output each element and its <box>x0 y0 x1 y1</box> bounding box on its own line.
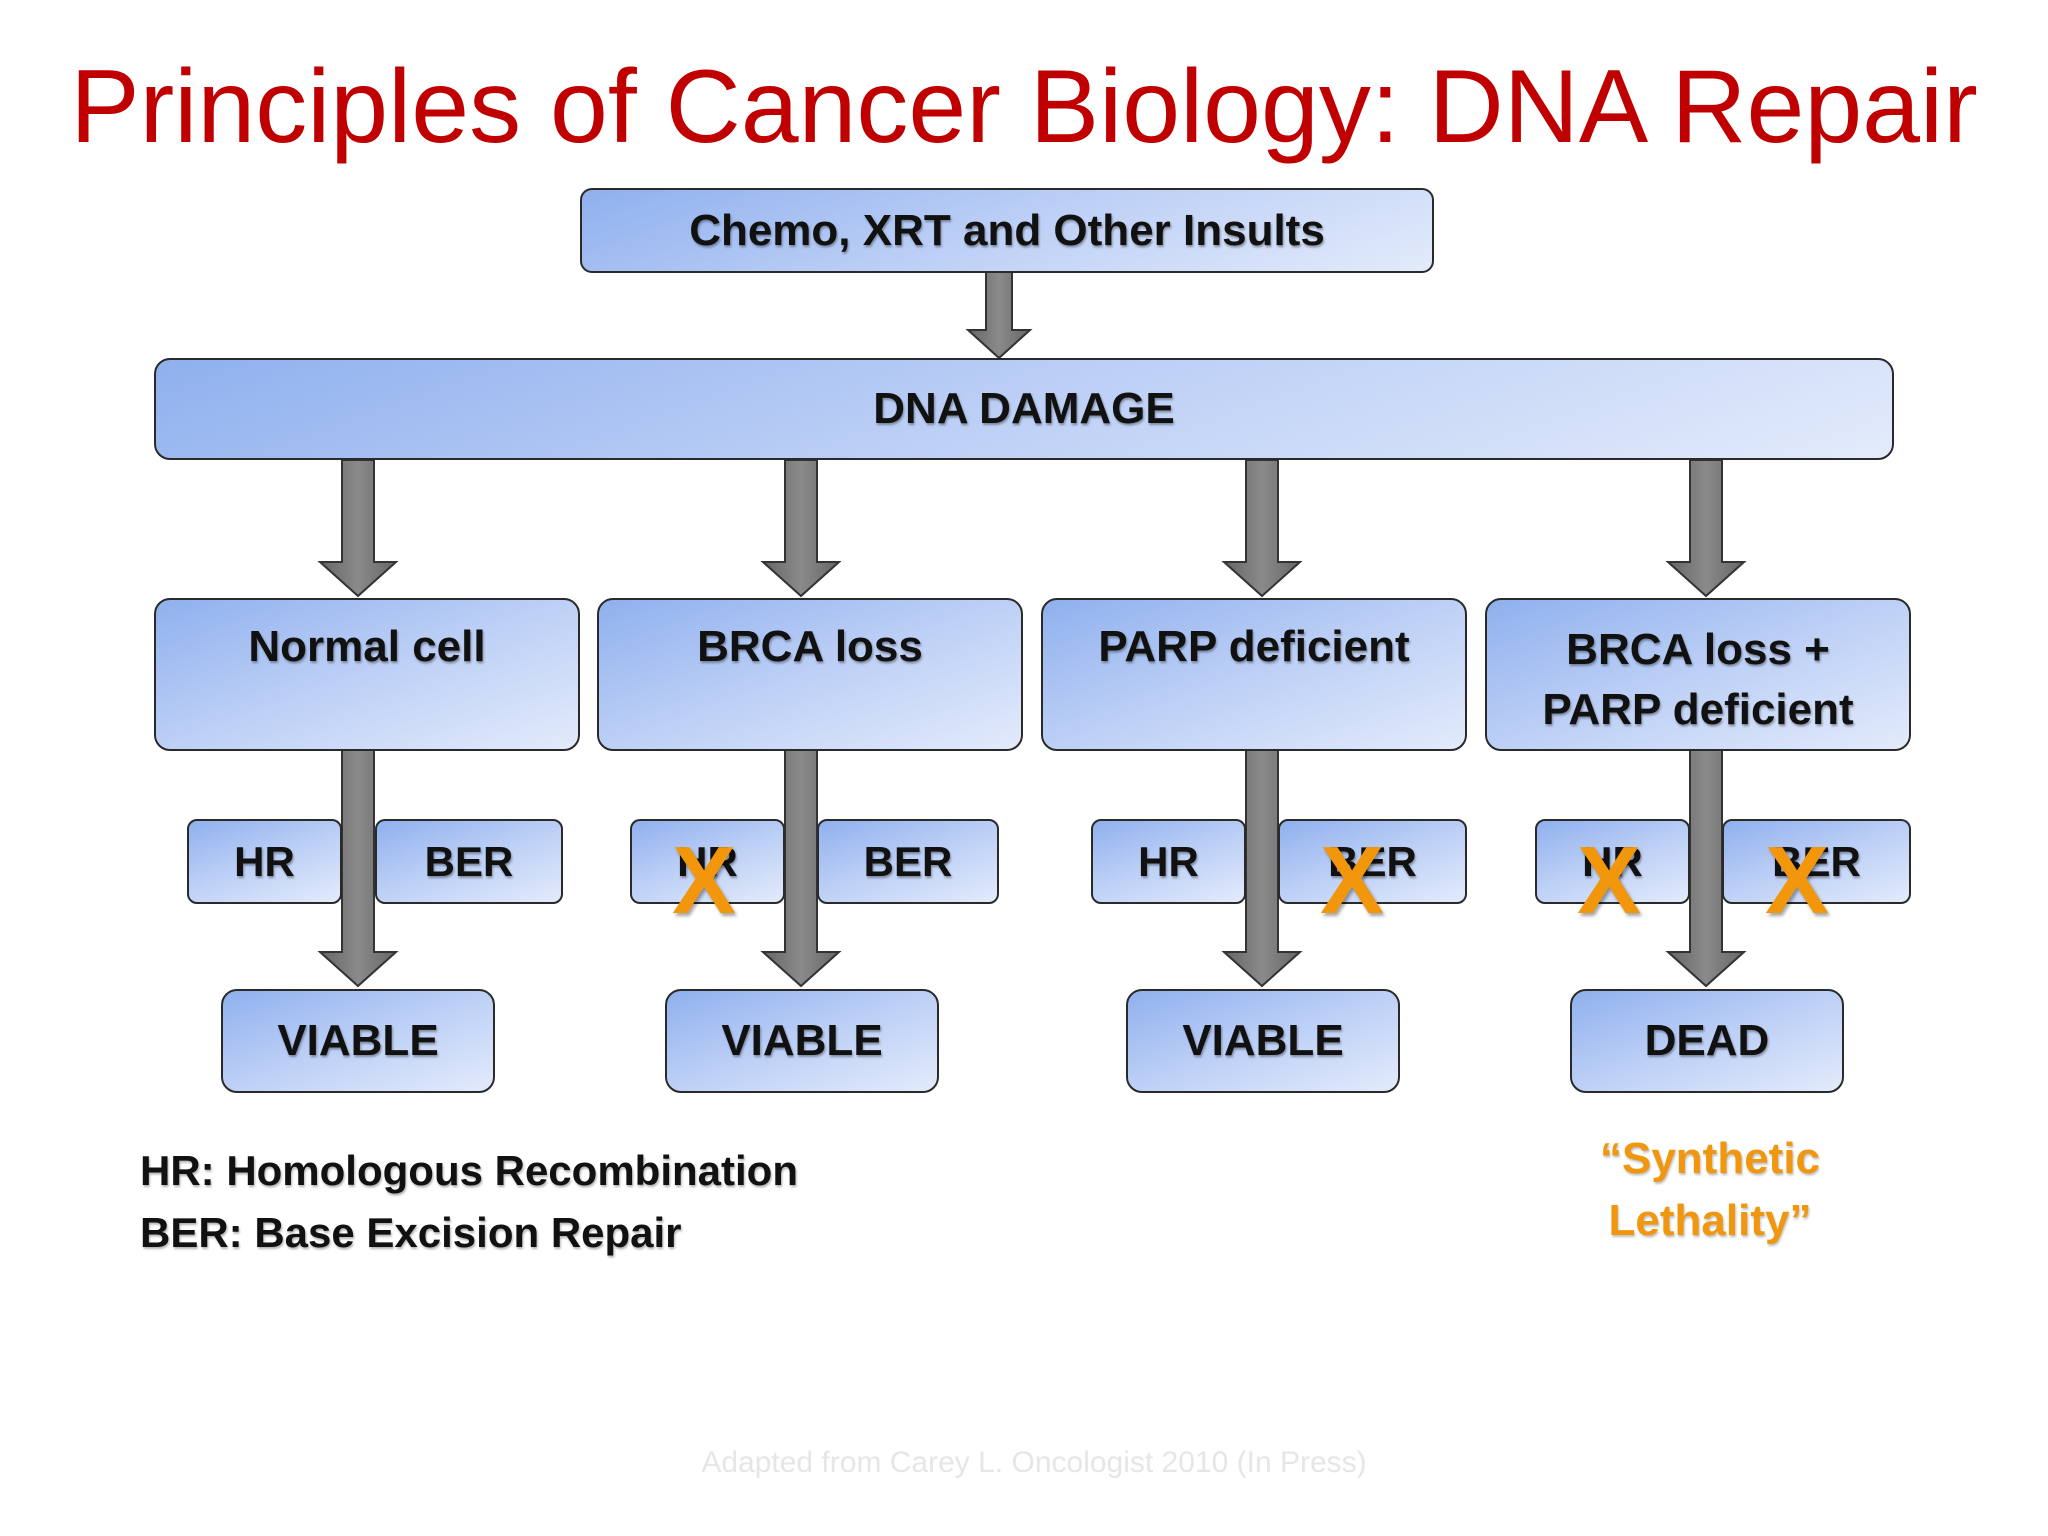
insults-label: Chemo, XRT and Other Insults <box>689 205 1325 255</box>
hr-label: HR <box>234 837 295 885</box>
blocked-x-icon-brca-hr: X <box>672 827 737 934</box>
ber-box-normal: BER <box>375 819 563 904</box>
synthetic-line-2: Lethality” <box>1608 1196 1812 1245</box>
arrow-normal-to-outcome <box>317 749 399 988</box>
ber-label: BER <box>1772 837 1861 885</box>
blocked-x-icon-parp-ber: X <box>1320 827 1385 934</box>
arrow-damage-to-brca <box>760 459 842 598</box>
ber-label: BER <box>1328 837 1417 885</box>
cell-label-normal: Normal cell <box>248 622 486 671</box>
hr-label: HR <box>1582 837 1643 885</box>
outcome-box-normal: VIABLE <box>221 989 495 1093</box>
outcome-box-parp: VIABLE <box>1126 989 1400 1093</box>
page-title: Principles of Cancer Biology: DNA Repair <box>70 49 1978 165</box>
hr-box-brca: HR <box>630 819 785 904</box>
legend-ber: BER: Base Excision Repair <box>140 1209 682 1256</box>
hr-label: HR <box>677 837 738 885</box>
outcome-label-brca: VIABLE <box>721 1016 883 1065</box>
hr-box-brca-parp: HR <box>1535 819 1690 904</box>
ber-box-parp: BER <box>1278 819 1467 904</box>
outcome-label-brca-parp: DEAD <box>1644 1016 1770 1065</box>
dna-damage-label: DNA DAMAGE <box>873 384 1175 433</box>
arrow-brca-to-outcome <box>760 749 842 988</box>
hr-box-normal: HR <box>187 819 342 904</box>
outcome-box-brca: VIABLE <box>665 989 939 1093</box>
blocked-x-icon-both-ber: X <box>1765 827 1830 934</box>
hr-box-parp: HR <box>1091 819 1246 904</box>
arrow-damage-to-normal <box>317 459 399 598</box>
cell-box-normal: Normal cell <box>154 598 580 751</box>
cell-label-brca-parp: BRCA loss + PARP deficient <box>1542 625 1854 734</box>
cell-box-brca: BRCA loss <box>597 598 1023 751</box>
ber-label: BER <box>863 837 953 885</box>
ber-box-brca: BER <box>817 819 999 904</box>
outcome-label-parp: VIABLE <box>1182 1016 1344 1065</box>
source-credit: Adapted from Carey L. Oncologist 2010 (I… <box>701 1446 1367 1479</box>
synthetic-lethality-note: “Synthetic Lethality” <box>1510 1128 1910 1252</box>
abbreviation-legend: HR: Homologous Recombination BER: Base E… <box>140 1140 798 1264</box>
blocked-x-icon-both-hr: X <box>1577 827 1642 934</box>
outcome-box-brca-parp: DEAD <box>1570 989 1844 1093</box>
cell-label-parp: PARP deficient <box>1098 622 1410 671</box>
ber-label: BER <box>424 837 514 885</box>
cell-box-parp: PARP deficient <box>1041 598 1467 751</box>
legend-hr: HR: Homologous Recombination <box>140 1147 798 1194</box>
arrow-damage-to-parp <box>1221 459 1303 598</box>
synthetic-line-1: “Synthetic <box>1599 1134 1821 1183</box>
dna-damage-box: DNA DAMAGE <box>154 358 1894 460</box>
arrow-both-to-outcome <box>1665 749 1747 988</box>
cell-box-brca-parp: BRCA loss + PARP deficient <box>1485 598 1911 751</box>
cell-label-brca: BRCA loss <box>697 622 923 671</box>
arrow-damage-to-both <box>1665 459 1747 598</box>
hr-label: HR <box>1138 837 1199 885</box>
insults-box: Chemo, XRT and Other Insults <box>580 188 1434 273</box>
arrow-insults-to-damage <box>965 271 1033 360</box>
ber-box-brca-parp: BER <box>1722 819 1911 904</box>
arrow-parp-to-outcome <box>1221 749 1303 988</box>
outcome-label-normal: VIABLE <box>277 1016 439 1065</box>
